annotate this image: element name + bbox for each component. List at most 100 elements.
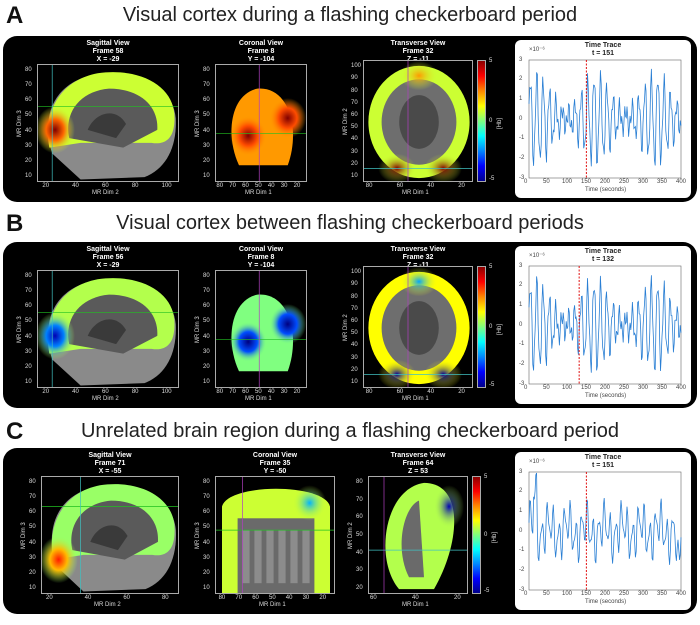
sagittal-y-tick: 20 xyxy=(29,569,36,576)
coronal-x-tick: 20 xyxy=(293,183,301,189)
sagittal-y-tick: 50 xyxy=(25,318,32,325)
ventricle xyxy=(90,525,128,551)
sagittal-y-tick: 30 xyxy=(29,554,36,561)
sagittal-x-tick: 40 xyxy=(72,183,79,189)
coronal-x-tick: 80 xyxy=(218,595,226,601)
time-trace-x-tick: 50 xyxy=(543,179,550,185)
colorbar-bottom-tick: -5 xyxy=(489,176,495,182)
time-trace-x-tick: 150 xyxy=(581,385,592,391)
time-trace-y-tick: 1 xyxy=(519,95,523,102)
time-trace-y-tick: 0 xyxy=(519,527,523,534)
colorbar-mid-tick: 0 xyxy=(489,324,493,330)
transverse-y-tick: 40 xyxy=(356,549,363,556)
coronal-y-tick: 10 xyxy=(203,585,210,592)
section-letter: B xyxy=(6,210,24,237)
transverse-brain-image xyxy=(364,267,472,387)
transverse-plot[interactable] xyxy=(363,60,473,182)
coronal-view-name: Coronal View xyxy=(238,246,284,253)
sagittal-brain-image xyxy=(42,477,178,593)
time-trace-exponent: ×10⁻⁶ xyxy=(529,253,545,259)
coronal-x-tick: 70 xyxy=(235,595,243,601)
sagittal-x-tick: 80 xyxy=(131,389,139,395)
transverse-x-tick: 40 xyxy=(427,389,435,395)
coronal-coordinate-label: Y = -104 xyxy=(247,56,275,63)
time-trace-x-tick: 300 xyxy=(638,591,649,597)
activation-spot xyxy=(292,485,327,521)
colorbar[interactable] xyxy=(472,476,481,594)
transverse-plot[interactable] xyxy=(363,266,473,388)
sagittal-plot[interactable] xyxy=(37,64,179,182)
time-trace-plot[interactable] xyxy=(515,246,691,404)
transverse-y-axis-label: MR Dim 2 xyxy=(348,522,354,549)
sagittal-x-axis-label: MR Dim 2 xyxy=(94,602,121,608)
coronal-x-tick: 70 xyxy=(229,389,236,395)
time-trace-plot[interactable] xyxy=(515,40,691,198)
transverse-y-tick: 90 xyxy=(351,281,358,288)
time-trace-name: Time Trace xyxy=(584,454,622,461)
coronal-y-axis-label: MR Dim 3 xyxy=(195,522,201,549)
colorbar-label: [Hb] xyxy=(492,531,498,543)
ventricle xyxy=(399,301,439,355)
brain-fold xyxy=(266,530,274,584)
coronal-x-tick: 30 xyxy=(280,389,288,395)
time-trace-y-tick: -3 xyxy=(519,380,525,387)
sagittal-x-tick: 20 xyxy=(46,595,53,601)
colorbar[interactable] xyxy=(477,266,486,388)
transverse-y-tick: 70 xyxy=(356,496,363,503)
coronal-x-tick: 40 xyxy=(267,183,275,189)
trace-line xyxy=(528,275,682,373)
inner-brain xyxy=(401,500,424,578)
transverse-x-tick: 40 xyxy=(427,183,435,189)
coronal-y-tick: 40 xyxy=(203,539,210,546)
coronal-plot[interactable] xyxy=(215,476,335,594)
time-trace-plot[interactable] xyxy=(515,452,691,610)
sagittal-x-tick: 40 xyxy=(84,595,92,601)
transverse-plot[interactable] xyxy=(368,476,468,594)
coronal-y-tick: 20 xyxy=(203,569,210,576)
coronal-coordinate-label: Y = -50 xyxy=(263,468,287,475)
time-trace-x-tick: 350 xyxy=(657,385,668,391)
time-trace-y-tick: 2 xyxy=(519,282,523,289)
ventricle xyxy=(399,95,439,149)
coronal-y-tick: 60 xyxy=(203,509,210,516)
sagittal-y-axis-label: MR Dim 3 xyxy=(21,522,27,549)
time-trace-x-tick: 250 xyxy=(619,591,630,597)
transverse-view-name: Transverse View xyxy=(390,40,446,47)
sagittal-view-name: Sagittal View xyxy=(88,452,132,459)
coronal-y-tick: 70 xyxy=(203,82,210,89)
time-trace-y-tick: -3 xyxy=(519,174,525,181)
time-trace-x-tick: 100 xyxy=(562,179,573,185)
coronal-plot[interactable] xyxy=(215,270,307,388)
sagittal-x-axis-label: MR Dim 2 xyxy=(92,396,119,402)
sagittal-x-tick: 60 xyxy=(102,183,109,189)
colorbar[interactable] xyxy=(477,60,486,182)
coronal-plot[interactable] xyxy=(215,64,307,182)
time-trace-y-tick: -3 xyxy=(519,586,525,593)
time-trace-y-tick: 3 xyxy=(519,262,523,269)
transverse-y-tick: 80 xyxy=(356,478,363,485)
sagittal-y-tick: 70 xyxy=(25,82,32,89)
coronal-x-tick: 30 xyxy=(280,183,288,189)
transverse-y-tick: 60 xyxy=(356,514,363,521)
sagittal-x-axis-label: MR Dim 2 xyxy=(92,190,119,196)
time-trace-x-tick: 150 xyxy=(581,179,592,185)
time-trace-x-tick: 200 xyxy=(600,179,611,185)
sagittal-plot[interactable] xyxy=(37,270,179,388)
coronal-x-tick: 60 xyxy=(252,595,259,601)
sagittal-x-tick: 60 xyxy=(123,595,130,601)
time-trace-x-tick: 250 xyxy=(619,179,630,185)
sagittal-y-axis-label: MR Dim 3 xyxy=(17,110,23,137)
coronal-view-name: Coronal View xyxy=(252,452,298,459)
sagittal-plot[interactable] xyxy=(41,476,179,594)
sagittal-x-tick: 100 xyxy=(161,183,172,189)
sagittal-x-tick: 20 xyxy=(42,389,50,395)
coronal-x-axis-label: MR Dim 1 xyxy=(245,190,272,196)
transverse-y-tick: 10 xyxy=(351,172,358,179)
activation-spot xyxy=(400,267,438,297)
